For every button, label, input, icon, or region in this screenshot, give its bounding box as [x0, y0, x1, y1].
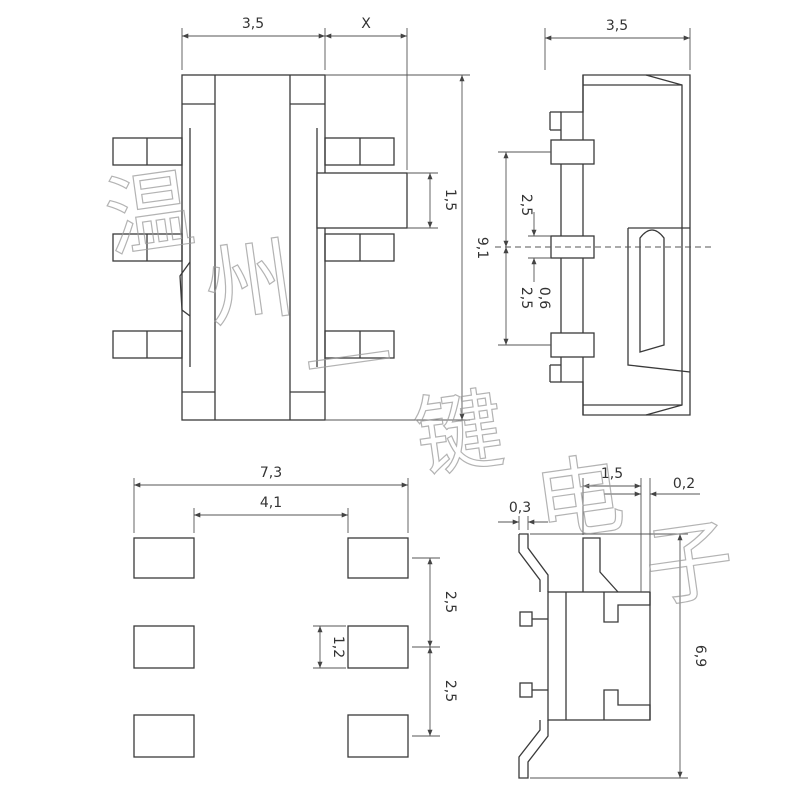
watermark-char: 电: [529, 442, 630, 556]
dim-front-lever-width: 1,5: [601, 466, 623, 482]
top-view-right-pins: [324, 137, 395, 359]
pad-layout-dimensions: 7,3 4,1 2,5 2,5 1,2: [133, 465, 458, 737]
watermark: 温 州 一 键 电 子: [98, 156, 741, 621]
watermark-char: 州: [199, 227, 300, 341]
dim-front-lead-thickness: 0,3: [509, 500, 531, 516]
dim-top-x: X: [361, 16, 371, 32]
dim-pad-pitch-lower: 2,5: [442, 680, 458, 702]
dim-lever-height: 1,5: [442, 189, 458, 211]
top-view-dimensions: 3,5 X 1,5 9,1: [181, 16, 490, 421]
top-view: 3,5 X 1,5 9,1: [112, 16, 490, 421]
dim-top-width: 3,5: [242, 16, 264, 32]
side-view: 3,5 2,5 2,5 0,6: [495, 18, 712, 416]
front-view-nubs: [519, 611, 548, 698]
watermark-char: 键: [409, 377, 510, 491]
front-view-lead: [518, 533, 549, 779]
top-view-left-pins: [112, 137, 183, 359]
top-view-body: [179, 74, 326, 421]
dim-front-height: 6,9: [692, 645, 708, 667]
watermark-char: 温: [99, 157, 200, 271]
dim-pin-width: 0,6: [536, 287, 552, 309]
dim-pad-height: 1,2: [330, 636, 346, 658]
front-view: 1,5 0,2 0,3 6,9: [498, 466, 708, 779]
front-view-body: [547, 537, 651, 721]
dim-pad-span-outer: 7,3: [260, 465, 282, 481]
side-view-slot: [627, 227, 691, 373]
dim-total-height: 9,1: [474, 237, 490, 259]
front-view-dimensions: 1,5 0,2 0,3 6,9: [498, 466, 708, 779]
watermark-char: 子: [639, 507, 740, 621]
dim-pad-pitch-upper: 2,5: [442, 591, 458, 613]
dim-side-width: 3,5: [606, 18, 628, 34]
side-view-pins: [550, 139, 595, 358]
watermark-char: 一: [299, 307, 400, 421]
dim-pin-pitch-upper: 2,5: [518, 194, 534, 216]
pad-layout: 7,3 4,1 2,5 2,5 1,2: [133, 465, 458, 758]
dim-pad-span-inner: 4,1: [260, 495, 282, 511]
pad-layout-pads: [133, 537, 409, 758]
dim-pin-pitch-lower: 2,5: [518, 287, 534, 309]
dim-front-lever-offset: 0,2: [673, 476, 695, 492]
top-view-lever: [316, 172, 408, 229]
side-view-dimensions: 3,5 2,5 2,5 0,6: [498, 18, 691, 346]
